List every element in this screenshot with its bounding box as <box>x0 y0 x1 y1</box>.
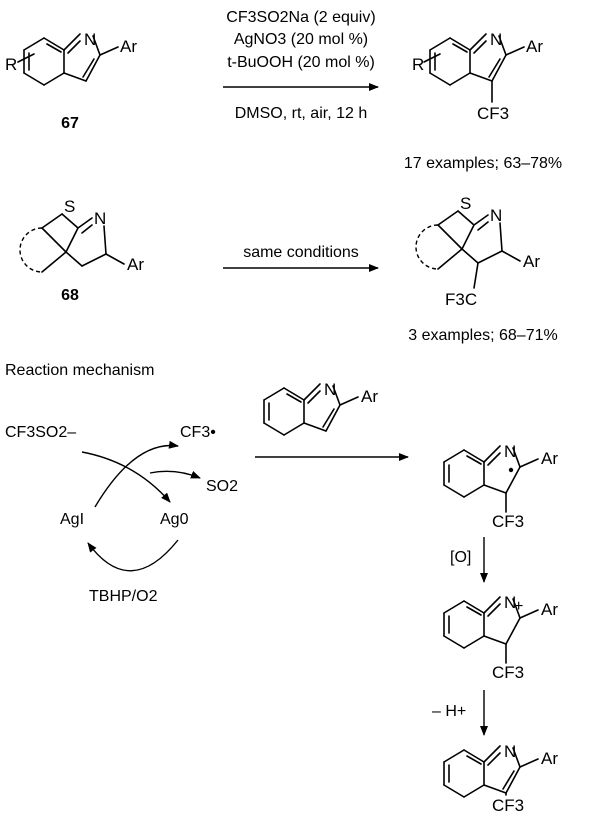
product-reaction1: N Ar R CF3 <box>412 30 543 123</box>
reagent-line3: t-BuOOH (20 mol %) <box>227 54 375 71</box>
oxidation-label: [O] <box>450 549 471 566</box>
compound-68-label: 68 <box>61 287 79 304</box>
cf3-radical-label: CF3• <box>180 424 216 441</box>
final-product: N Ar CF3 <box>443 742 558 815</box>
n-label: N <box>504 442 516 461</box>
radical-dot <box>508 467 514 473</box>
ar-label: Ar <box>541 749 558 768</box>
ar-label: Ar <box>120 37 137 56</box>
deprotonation-label: – H+ <box>432 703 466 720</box>
ar-label: Ar <box>361 387 378 406</box>
n-label: N <box>324 380 336 399</box>
substrate-67: N Ar R <box>5 30 137 86</box>
n-label: N <box>490 30 502 49</box>
mechanism-heading: Reaction mechanism <box>5 362 154 379</box>
oxidant-label: TBHP/O2 <box>89 588 158 605</box>
r-label: R <box>5 55 17 74</box>
reagent-line1: CF3SO2Na (2 equiv) <box>226 9 375 26</box>
n-label: N <box>490 206 502 225</box>
result-reaction1: 17 examples; 63–78% <box>404 155 562 172</box>
ar-label: Ar <box>541 600 558 619</box>
ag-0-label: Ag0 <box>160 511 189 528</box>
result-reaction2: 3 examples; 68–71% <box>408 327 557 344</box>
ar-label: Ar <box>526 37 543 56</box>
cf3so2-anion-label: CF3SO2– <box>5 424 76 441</box>
ag-i-label: AgI <box>60 511 84 528</box>
r-label: R <box>412 55 424 74</box>
s-label: S <box>460 194 471 213</box>
cf3-label: CF3 <box>492 796 524 815</box>
ar-label: Ar <box>127 255 144 274</box>
s-label: S <box>64 197 75 216</box>
cation-charge: + <box>514 598 523 615</box>
fused-ring-dashed <box>19 227 43 273</box>
compound-67-label: 67 <box>61 115 79 132</box>
conditions-reaction2: same conditions <box>243 244 359 261</box>
ag-reduction-arrow <box>81 451 171 503</box>
substrate-68: S N Ar <box>19 197 144 274</box>
ar-label: Ar <box>541 449 558 468</box>
so2-label: SO2 <box>206 478 238 495</box>
radical-intermediate: N Ar CF3 <box>443 442 558 531</box>
cation-intermediate: + N Ar CF3 <box>443 593 558 682</box>
mechanism-substrate: N Ar <box>263 380 378 436</box>
reagent-line2: AgNO3 (20 mol %) <box>234 31 368 48</box>
conditions-reaction1: DMSO, rt, air, 12 h <box>235 105 367 122</box>
product-reaction2: S N Ar F3C <box>415 194 540 309</box>
cf3-label: CF3 <box>492 663 524 682</box>
n-label: N <box>504 593 516 612</box>
upper-arc-arrow <box>94 440 179 508</box>
cf3-label: CF3 <box>492 512 524 531</box>
f3c-label: F3C <box>445 290 477 309</box>
ar-label: Ar <box>523 252 540 271</box>
ag-reoxidation-arrow <box>87 539 179 572</box>
catalytic-cycle: CF3SO2– CF3• SO2 AgI Ag0 TBHP/O2 <box>5 424 238 605</box>
n-label: N <box>94 209 106 228</box>
n-label: N <box>84 30 96 49</box>
cf3-label: CF3 <box>477 104 509 123</box>
reagents-reaction1: CF3SO2Na (2 equiv) AgNO3 (20 mol %) t-Bu… <box>226 9 375 71</box>
n-label: N <box>504 742 516 761</box>
so2-release-arrow <box>149 470 201 479</box>
